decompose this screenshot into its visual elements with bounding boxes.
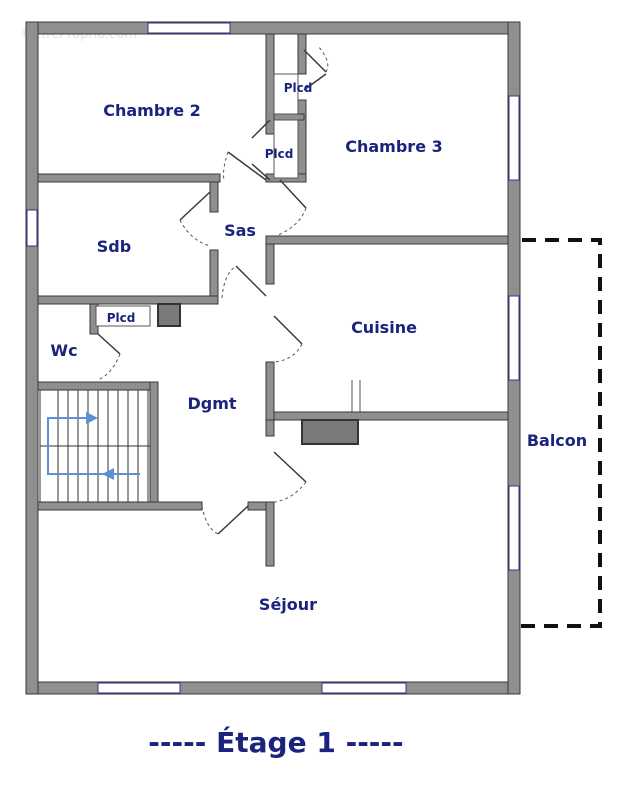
closet-label-top: Plcd — [284, 81, 313, 95]
closet-boxes — [95, 73, 359, 445]
staircase — [39, 389, 151, 503]
room-label-wc: Wc — [50, 341, 77, 360]
room-label-chambre2: Chambre 2 — [103, 101, 201, 120]
room-label-balcon: Balcon — [527, 431, 587, 450]
room-label-sdb: Sdb — [97, 237, 131, 256]
windows — [26, 22, 520, 694]
interior-walls — [37, 33, 509, 567]
room-label-sejour: Séjour — [259, 595, 317, 614]
floor-title: ----- Étage 1 ----- — [148, 725, 403, 759]
closet-label-wc: Plcd — [107, 311, 136, 325]
room-label-sas: Sas — [224, 221, 256, 240]
stair-treads — [57, 390, 149, 502]
balcony-outline — [512, 238, 602, 628]
closet-label-middle: Plcd — [265, 147, 294, 161]
doors — [97, 45, 329, 535]
room-label-chambre3: Chambre 3 — [345, 137, 443, 156]
kitchen-post — [351, 380, 361, 412]
room-label-dgmt: Dgmt — [187, 394, 236, 413]
room-label-cuisine: Cuisine — [351, 318, 417, 337]
